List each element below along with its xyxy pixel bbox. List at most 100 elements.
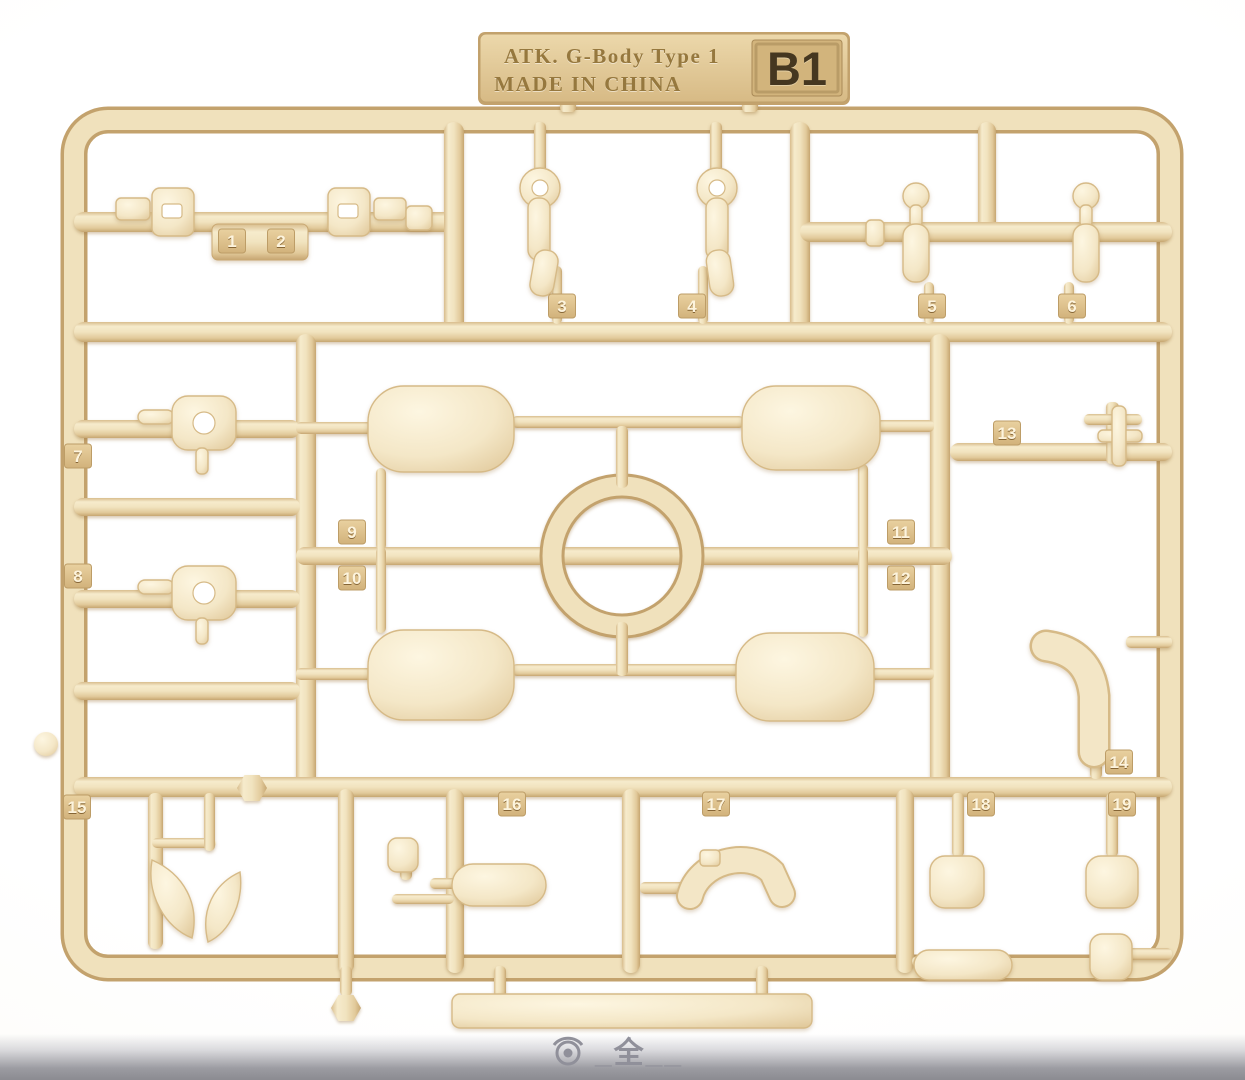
logo-eye [555,1040,581,1066]
part-shape [902,223,930,283]
gate-tag-plate [702,791,730,817]
gate-number: 6 [1067,297,1076,316]
runner-pin [710,122,722,180]
sprue-frame [60,106,1184,982]
pin-eye [531,179,549,197]
runner-bar [950,443,1172,461]
runner-bar [978,122,996,234]
gate-number: 12 [892,569,911,588]
table-edge [0,1034,1245,1080]
part-shape [529,249,559,297]
watermark: _全__ [548,1028,683,1072]
part-shape [1032,632,1108,766]
part-ball-pin-6 [1072,182,1100,283]
pin-eye [708,179,726,197]
gate-number: 3 [557,297,566,316]
part-shoulder-10 [367,629,515,721]
watermark-text: _全__ [595,1037,684,1070]
part-dome-18 [929,855,985,909]
gate-tag-15: 15 [63,794,91,820]
part-shape [373,197,407,221]
runner-pin [430,878,458,889]
runner-pin [1126,636,1172,648]
gate-tag-19: 19 [1108,791,1136,817]
gate-tag-2: 2 [267,228,295,254]
gate-number: 15 [68,798,87,817]
part-shape [1111,405,1127,467]
gate-tag-14: 14 [1105,749,1133,775]
runner-pin [376,468,386,550]
gate-number: 1 [227,232,236,251]
part-shape [387,837,419,873]
clevis-hole [192,581,216,605]
part-pipe-17 [676,846,796,910]
plate-title-line1: ATK. G-Body Type 1 [504,44,720,68]
gate-number: 13 [998,424,1017,443]
runner-bar [74,498,300,516]
part-shape [865,219,885,247]
runner-bar [896,789,914,973]
gate-tag-12: 12 [887,565,915,591]
gate-number: 5 [927,297,936,316]
runner-bar [338,789,354,973]
part-clip-b [327,187,433,237]
part-shape [405,205,433,231]
runner-code-box [751,39,843,97]
gate-number: 8 [73,567,82,586]
runner-pin [1126,948,1172,960]
runner-bars [34,98,1172,1021]
runner-bar [74,322,1172,342]
runner-code: B1 [767,42,827,95]
logo-arc [552,1036,584,1046]
clevis-hole [192,411,216,435]
gate-tags: 1 2 3 4 5 6 7 8 9 10 11 12 13 14 15 16 1… [63,228,1136,820]
runner-pin [296,668,372,680]
runner-pin [534,122,546,180]
runner-bar [800,222,1172,242]
runner-bar [296,547,952,565]
gate-tag-plate [338,565,366,591]
runner-bar [74,682,300,700]
runner-pin [858,464,868,550]
hex-nub [331,995,361,1021]
part-pin-ring-3 [519,167,561,297]
gate-number: 19 [1113,795,1132,814]
logo-pupil [563,1048,573,1058]
gate-tag-plate [548,293,576,319]
gate-number: 4 [687,297,697,316]
part-clevis-7 [137,395,237,475]
gate-tag-plate [64,563,92,589]
part-shape [137,579,175,595]
gate-tag-plate [498,791,526,817]
runner-code-inset [754,42,840,94]
clip-slot [161,203,183,219]
gate-tag-18: 18 [967,791,995,817]
gate-tag-plate [1108,791,1136,817]
runner-id-plate: ATK. G-Body Type 1 MADE IN CHINA B1 [478,32,850,105]
gate-number: 14 [1110,753,1129,772]
gate-number: 16 [503,795,522,814]
part-shape [150,858,195,939]
runner-pin [512,416,744,428]
part-shape [451,863,547,907]
gate-number: 2 [276,232,285,251]
runner-bar [790,122,810,334]
part-dome-19 [1085,855,1139,909]
gate-tag-9: 9 [338,519,366,545]
part-clip-a [115,187,195,237]
watermark-logo-icon [552,1036,584,1066]
gate-number: 9 [347,523,356,542]
gate-tag-plate [918,293,946,319]
part-arm-14 [1029,629,1111,769]
part-shape [137,409,175,425]
gate-tag-plate [993,420,1021,446]
part-shape [195,447,209,475]
gate-tag-6: 6 [1058,293,1086,319]
gate-tag-plate [887,519,915,545]
gate-tag-3: 3 [548,293,576,319]
gate-tag-plate [338,519,366,545]
gate-tag-plate [678,293,706,319]
gate-tag-10: 10 [338,565,366,591]
gate-number: 17 [707,795,726,814]
part-stand-13 [1097,405,1143,467]
